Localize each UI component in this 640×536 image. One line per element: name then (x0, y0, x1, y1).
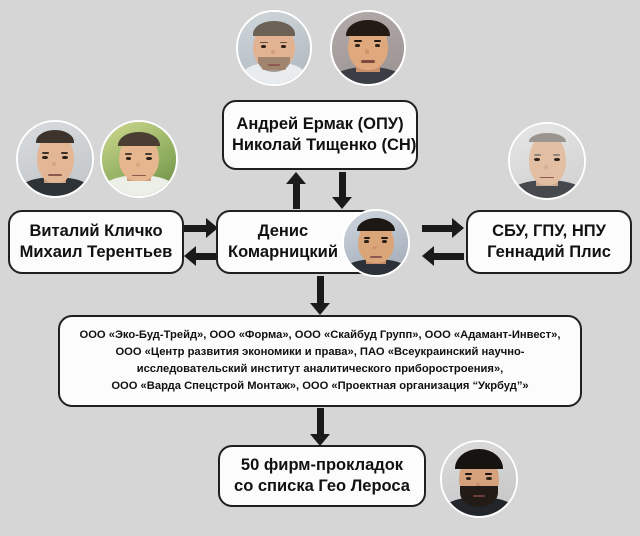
arrow-center-to-right (422, 218, 464, 238)
arrow-top-to-center (332, 172, 352, 209)
avatar-mikhail-terentyev (100, 120, 178, 198)
node-left-line-1: Виталий Кличко (29, 221, 163, 240)
node-center-line-1: Денис (257, 221, 309, 240)
arrow-right-to-center (422, 246, 464, 266)
node-sbu-gpu-npu-gennadiy-plys[interactable]: СБУ, ГПУ, НПУ Геннадий Плис (466, 210, 632, 274)
node-shell-companies-list[interactable]: ООО «Эко-Буд-Трейд», ООО «Форма», ООО «С… (58, 315, 582, 407)
arrow-left-to-center (184, 218, 218, 238)
node-right-line-1: СБУ, ГПУ, НПУ (492, 221, 606, 240)
avatar-vitaliy-klitschko (16, 120, 94, 198)
node-left-line-2: Михаил Терентьев (19, 243, 173, 261)
avatar-geo-leros (440, 440, 518, 518)
companies-line-1: ООО «Эко-Буд-Трейд», ООО «Форма», ООО «С… (79, 328, 561, 341)
arrow-center-to-left (184, 246, 218, 266)
companies-line-4: ООО «Варда Спецстрой Монтаж», ООО «Проек… (111, 380, 529, 393)
arrow-center-to-companies (310, 276, 330, 315)
node-andrey-yermak-nikolay-tyshchenko[interactable]: Андрей Ермак (ОПУ) Николай Тищенко (СН) (222, 100, 418, 170)
arrow-companies-to-bottom (310, 408, 330, 446)
companies-line-2: ООО «Центр развития экономики и права», … (115, 345, 525, 358)
node-bottom-line-1: 50 фирм-прокладок (240, 455, 404, 474)
companies-line-3: исследовательский институт аналитическог… (136, 363, 504, 375)
avatar-nikolay-tyshchenko (330, 10, 406, 86)
node-vitaliy-klitschko-mikhail-terentyev[interactable]: Виталий Кличко Михаил Терентьев (8, 210, 184, 274)
node-right-line-2: Геннадий Плис (487, 243, 611, 261)
node-center-line-2: Комарницкий (228, 243, 338, 261)
arrow-center-to-top (286, 172, 306, 209)
node-top-line-1: Андрей Ермак (ОПУ) (236, 114, 404, 133)
avatar-denis-komarnitskiy (342, 209, 410, 277)
node-top-line-2: Николай Тищенко (СН) (232, 136, 417, 154)
node-bottom-line-2: со списка Гео Лероса (234, 477, 410, 495)
avatar-gennadiy-plys (508, 122, 586, 200)
avatar-andrey-yermak (236, 10, 312, 86)
node-fifty-shell-firms[interactable]: 50 фирм-прокладок со списка Гео Лероса (218, 445, 426, 507)
